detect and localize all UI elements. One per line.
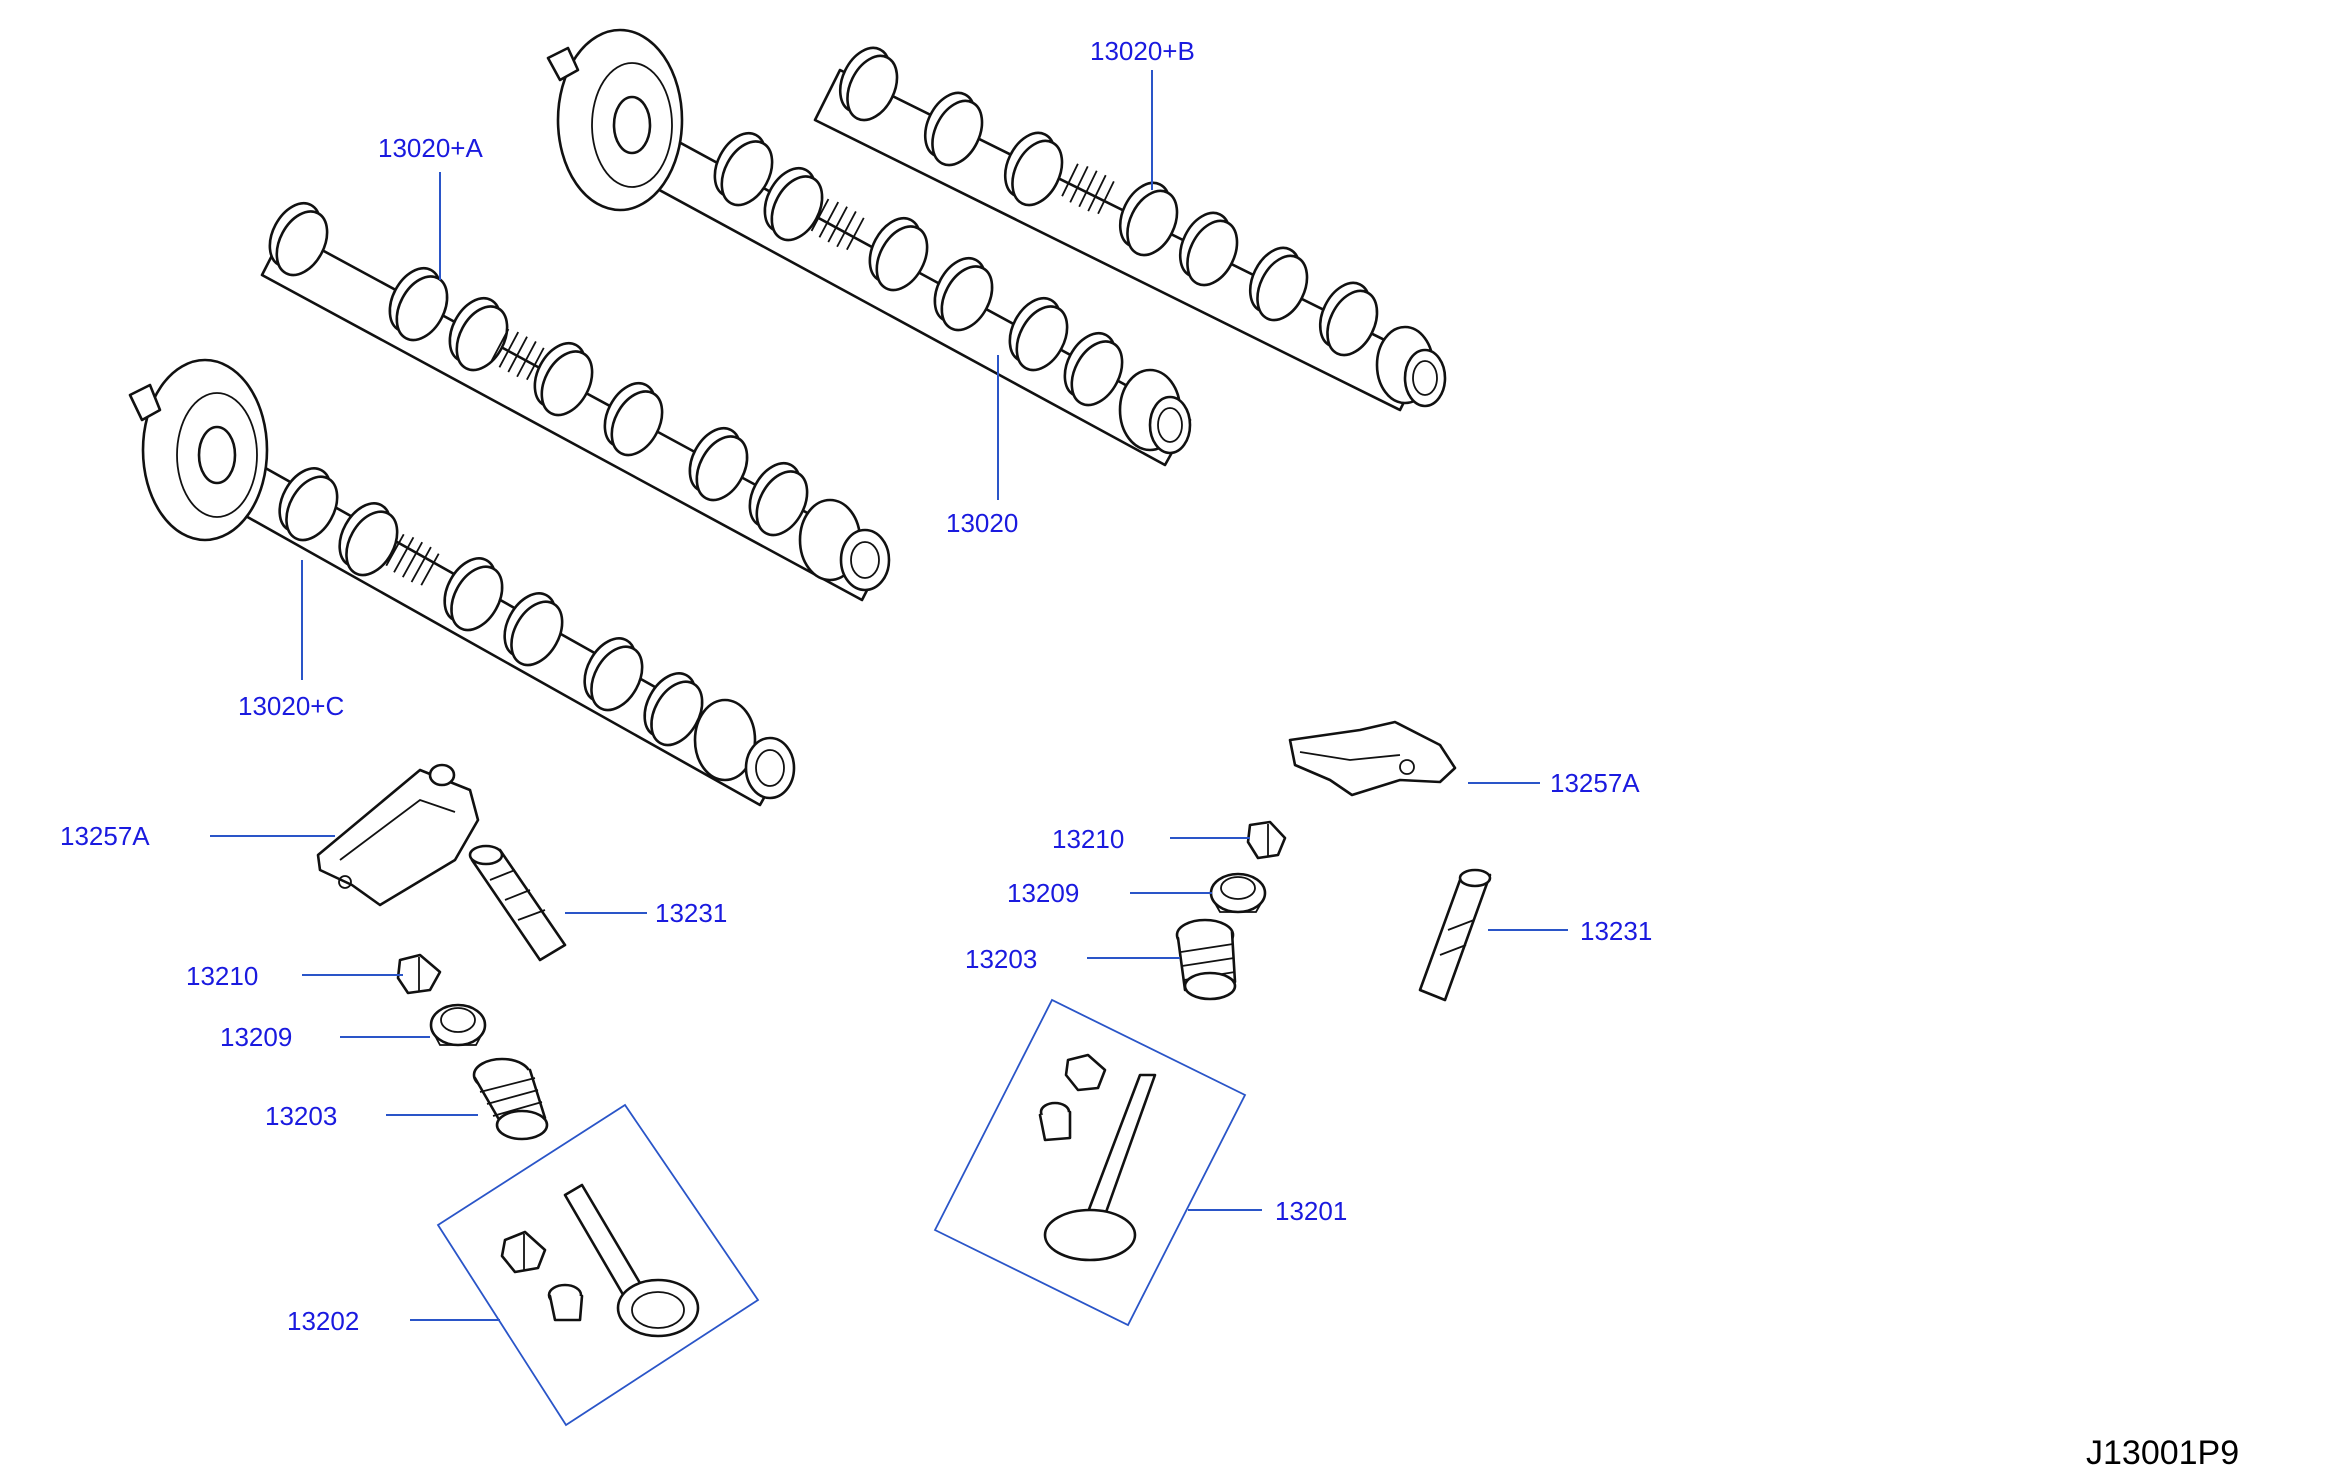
diagram-code: J13001P9 [2086, 1434, 2239, 1472]
callout-13020-a: 13020+A [378, 133, 483, 163]
spring-retainer-right [1209, 872, 1267, 914]
callout-13020-b: 13020+B [1090, 36, 1195, 66]
callout-13203-right: 13203 [965, 944, 1037, 974]
valve-collet-left [396, 953, 442, 995]
rocker-arm-right [1288, 720, 1457, 797]
callout-13020-c: 13020+C [238, 691, 344, 721]
callout-13257a-right: 13257A [1550, 768, 1640, 798]
callout-13020: 13020 [946, 508, 1018, 538]
callout-13209-right: 13209 [1007, 878, 1079, 908]
callout-13209-left: 13209 [220, 1022, 292, 1052]
callout-13203-left: 13203 [265, 1101, 337, 1131]
callout-13202: 13202 [287, 1306, 359, 1336]
camshaft-13020-b [813, 38, 1447, 412]
valve-spring-left [472, 1057, 549, 1141]
camshaft-13020-a [256, 193, 891, 602]
callout-13231-left: 13231 [655, 898, 727, 928]
spring-retainer-left [429, 1003, 487, 1047]
rocker-arm-left [316, 763, 480, 907]
callout-13210-left: 13210 [186, 961, 258, 991]
leader-lines [210, 70, 1568, 1321]
valve-kit-exhaust [436, 1103, 760, 1427]
callout-13257a-left: 13257A [60, 821, 150, 851]
callout-13201: 13201 [1275, 1196, 1347, 1226]
callout-13231-right: 13231 [1580, 916, 1652, 946]
callout-13210-right: 13210 [1052, 824, 1124, 854]
valve-kit-intake [933, 998, 1247, 1327]
lash-adjuster-right [1418, 868, 1492, 1002]
valve-spring-right [1175, 918, 1237, 1001]
lash-adjuster-left [468, 844, 567, 962]
camshaft-13020-c [128, 358, 796, 807]
camshaft-13020 [546, 28, 1192, 467]
valve-collet-right [1246, 820, 1287, 860]
